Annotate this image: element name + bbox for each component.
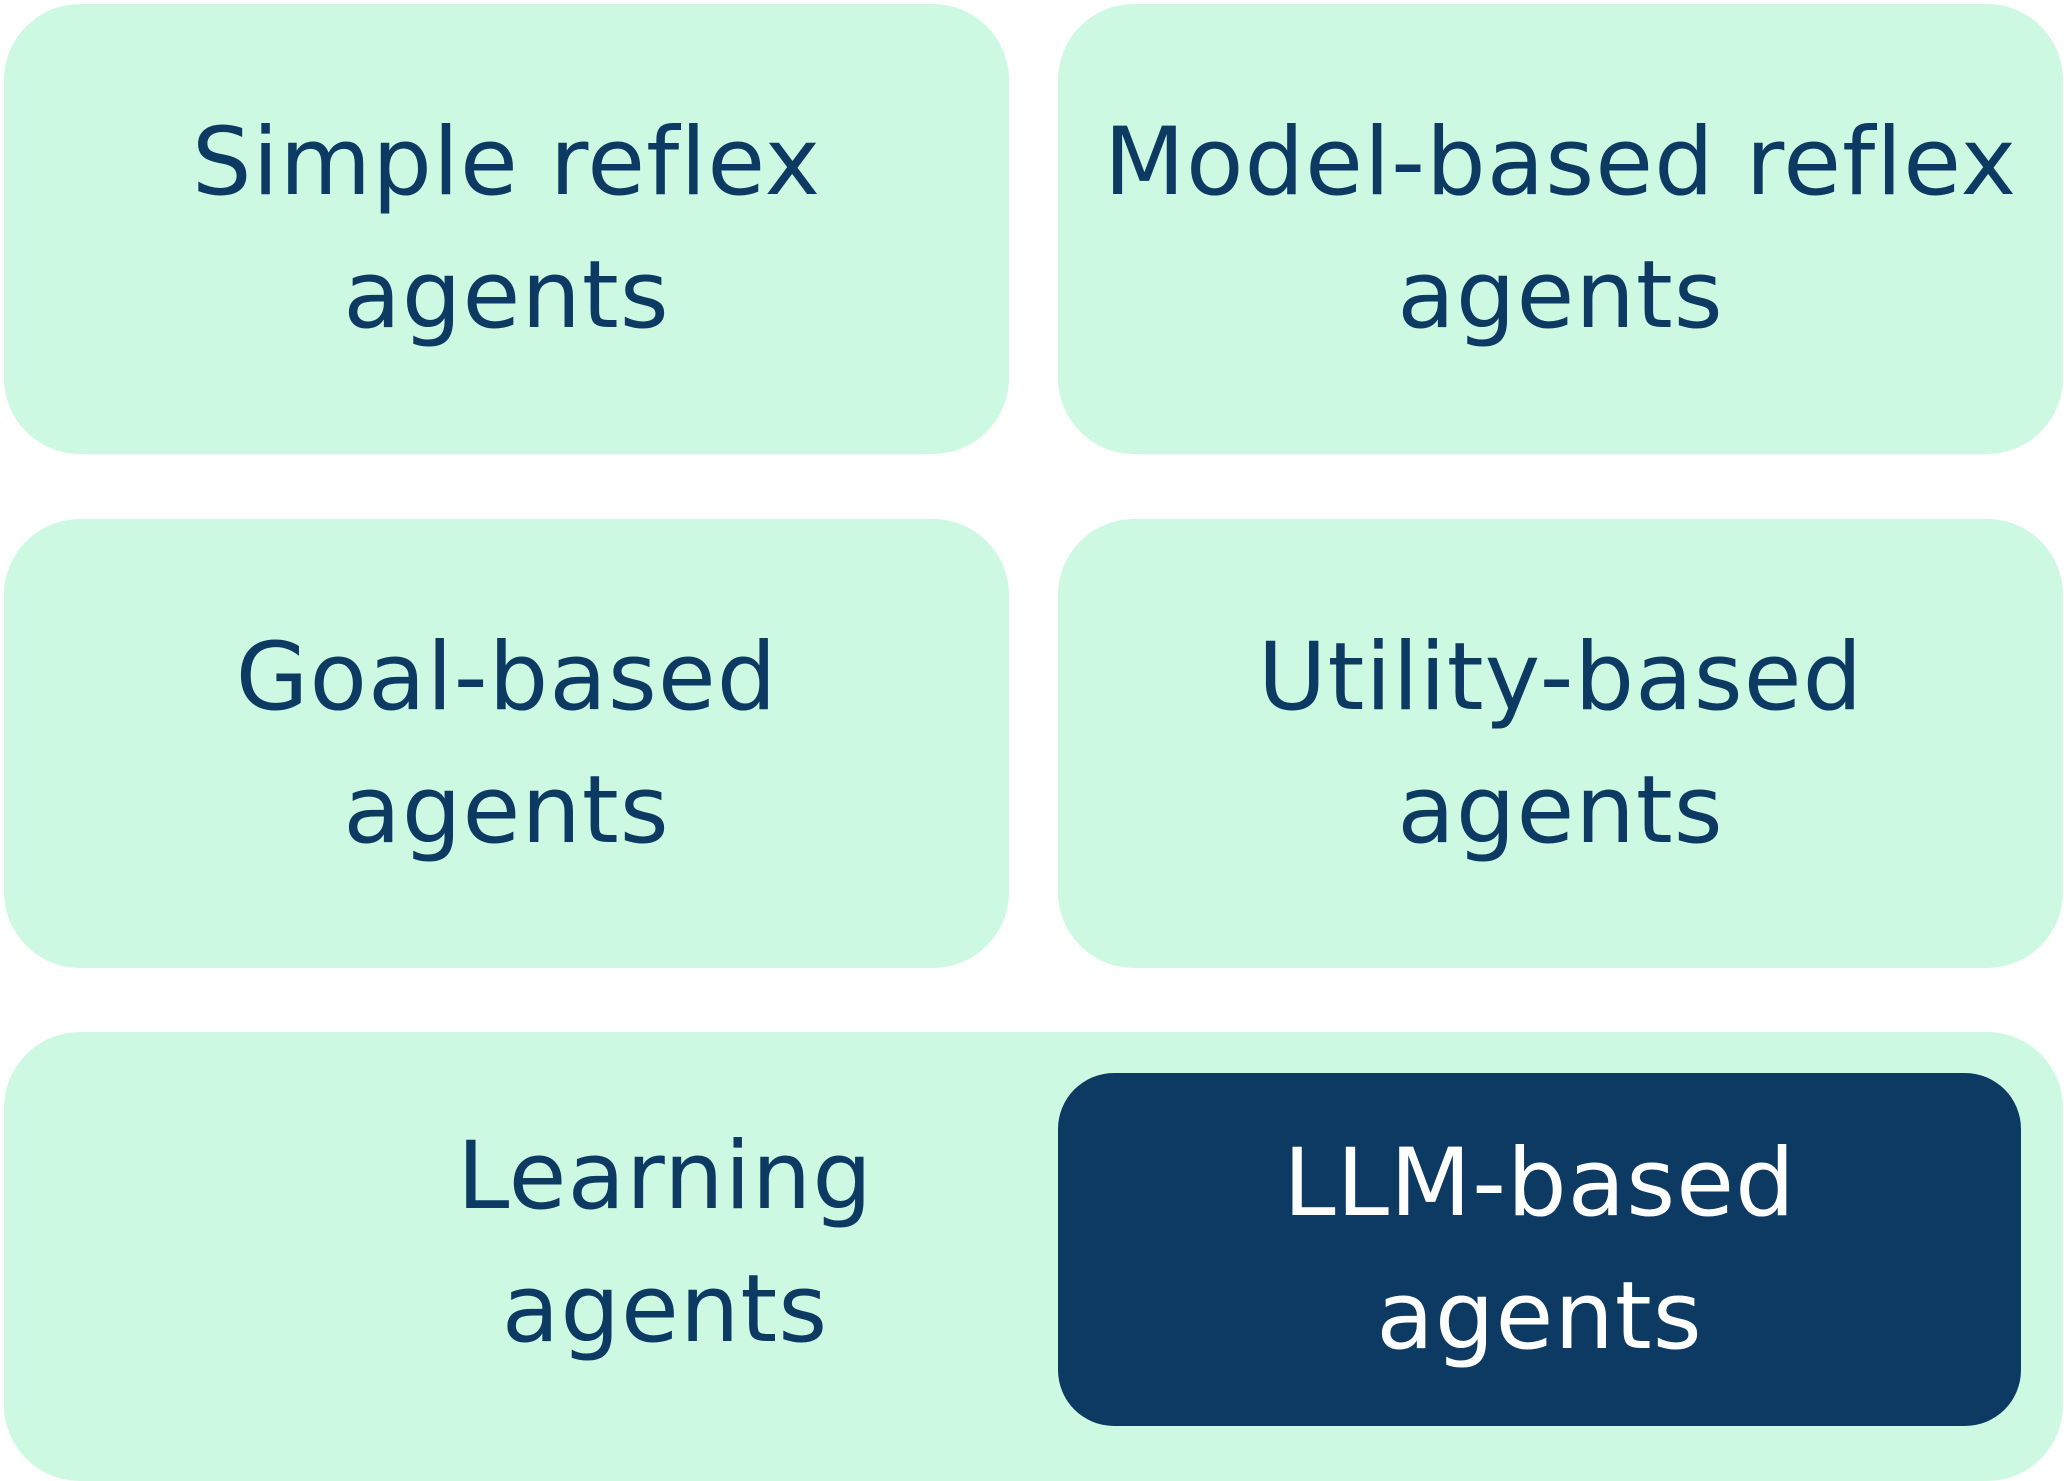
goal-based-line1: Goal-based (235, 622, 778, 732)
model-based-reflex-agents-box: Model-based reflex agents (1058, 4, 2063, 454)
llm-based-line2: agents (1376, 1261, 1703, 1371)
learning-line1: Learning (456, 1122, 874, 1231)
model-based-reflex-agents-label: Model-based reflex agents (1104, 96, 2017, 362)
utility-based-line2: agents (1397, 755, 1724, 865)
utility-based-agents-box: Utility-based agents (1058, 519, 2063, 968)
model-based-reflex-line2: agents (1397, 241, 1724, 350)
goal-based-agents-box: Goal-based agents (4, 519, 1009, 968)
model-based-reflex-line1: Model-based reflex (1103, 108, 2018, 217)
llm-based-agents-box: LLM-based agents (1058, 1073, 2021, 1426)
llm-based-line1: LLM-based (1283, 1128, 1796, 1238)
learning-line2: agents (501, 1255, 829, 1364)
simple-reflex-line2: agents (343, 241, 670, 350)
learning-agents-label: Learning agents (400, 1110, 930, 1376)
simple-reflex-agents-label: Simple reflex agents (192, 96, 821, 362)
utility-based-agents-label: Utility-based agents (1258, 611, 1864, 877)
llm-based-agents-label: LLM-based agents (1283, 1117, 1796, 1383)
utility-based-line1: Utility-based (1257, 622, 1864, 732)
simple-reflex-line1: Simple reflex (191, 108, 822, 217)
simple-reflex-agents-box: Simple reflex agents (4, 4, 1009, 454)
goal-based-agents-label: Goal-based agents (236, 611, 778, 877)
goal-based-line2: agents (343, 755, 670, 865)
